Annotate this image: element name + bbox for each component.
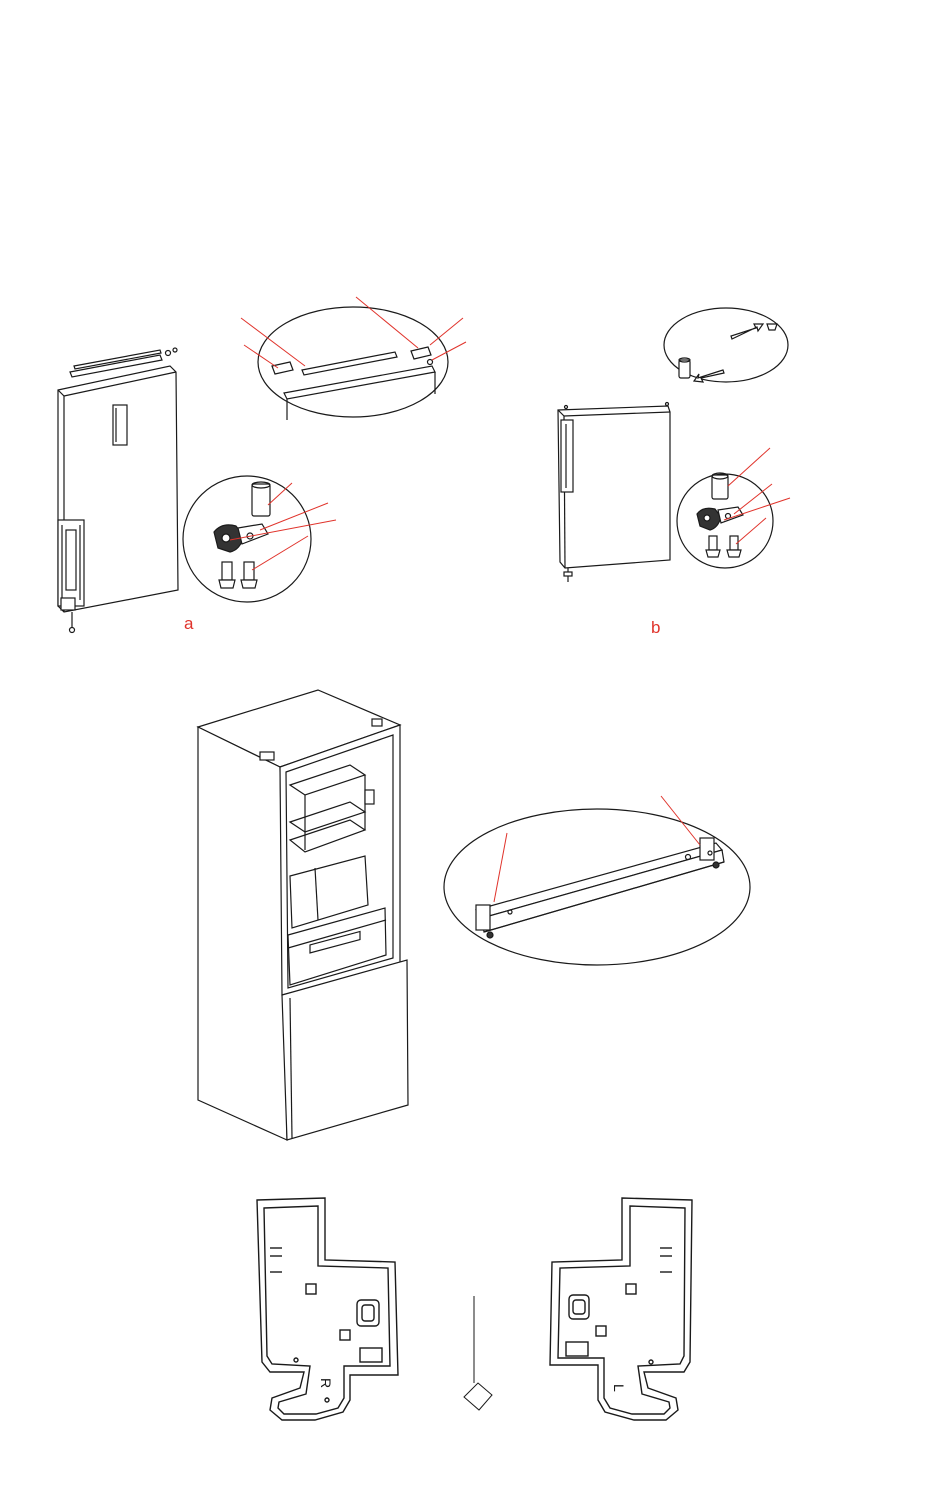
top-hinge-detail [258, 307, 448, 420]
figure-label-a: a [184, 615, 193, 632]
bracket-letter-r: R [318, 1378, 334, 1388]
bottom-hinge-detail [183, 476, 311, 602]
figure-b-door-assembly [558, 308, 788, 582]
refrigerator-open [198, 690, 408, 1140]
screwdriver-icon [464, 1296, 492, 1410]
door-panel [58, 366, 178, 633]
bottom-hinge-detail-b [677, 473, 773, 568]
figure-a-door-assembly [58, 307, 448, 633]
door-panel-b [558, 403, 670, 583]
door-rail-detail [444, 809, 750, 965]
figure-label-b: b [651, 619, 660, 636]
bracket-letter-l: L [611, 1384, 627, 1392]
cap-swap-detail [664, 308, 788, 382]
